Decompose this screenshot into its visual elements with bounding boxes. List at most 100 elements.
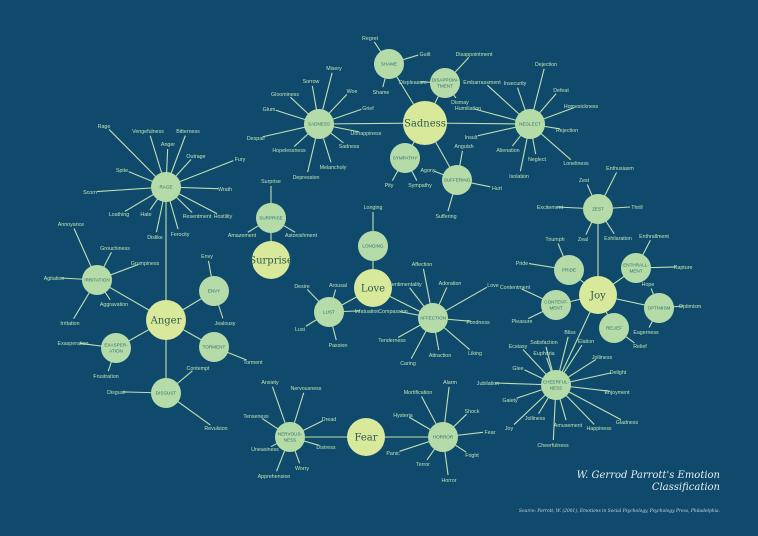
secondary-node-circle [199, 332, 229, 362]
primary-node-circle [354, 269, 392, 307]
secondary-emotion-label: SUFFERING [444, 178, 471, 183]
secondary-node-lust[interactable]: LUST [314, 297, 344, 327]
primary-node-circle [347, 418, 385, 456]
secondary-node-suffering[interactable]: SUFFERING [442, 165, 472, 195]
secondary-node-rage[interactable]: RAGE [151, 172, 181, 202]
secondary-emotion-label: IRRITATION [84, 278, 109, 283]
tertiary-emotion-label: Tenseness [243, 414, 269, 420]
primary-node-circle [146, 300, 186, 340]
tertiary-emotion-label: Enthusiasm [606, 166, 634, 172]
tertiary-emotion-label: Triumph [545, 237, 564, 243]
secondary-node-irritation[interactable]: IRRITATION [82, 265, 112, 295]
primary-emotion-label: Sadness [404, 119, 446, 130]
tertiary-emotion-label: Dislike [147, 235, 163, 241]
secondary-node-torment[interactable]: TORMENT [199, 332, 229, 362]
primary-emotion-label: Anger [150, 316, 182, 327]
tertiary-emotion-label: Jealousy [215, 321, 236, 327]
primary-emotion-label: Joy [589, 291, 606, 302]
tertiary-emotion-label: Agitation [44, 276, 65, 282]
secondary-node-cheerfulness[interactable]: CHEERFUL-NESS [541, 370, 571, 400]
secondary-node-enthrallment[interactable]: ENTHRALL-MENT [621, 253, 651, 283]
tertiary-emotion-label: Euphoria [533, 351, 554, 357]
secondary-node-contentment[interactable]: CONTENT-MENT [541, 290, 571, 320]
secondary-emotion-label: OPTIMISM [648, 306, 671, 311]
secondary-node-relief[interactable]: RELIEF [599, 313, 629, 343]
primary-node-anger[interactable]: Anger [146, 300, 186, 340]
secondary-node-circle [515, 109, 545, 139]
secondary-node-circle [541, 290, 571, 320]
secondary-node-pride[interactable]: PRIDE [554, 255, 584, 285]
secondary-node-nervousness[interactable]: NERVOUS-NESS [275, 422, 305, 452]
primary-node-love[interactable]: Love [354, 269, 392, 307]
source-citation: Source: Parrott, W. (2001), Emotions in … [518, 509, 720, 514]
tertiary-emotion-label: Alarm [443, 380, 457, 386]
tertiary-emotion-label: Caring [400, 361, 416, 367]
secondary-emotion-label: NERVOUS- [278, 432, 303, 437]
primary-node-sadness[interactable]: Sadness [403, 101, 447, 145]
tertiary-emotion-label: Glee [512, 366, 523, 372]
secondary-node-disgust[interactable]: DISGUST [151, 378, 181, 408]
secondary-node-neglect[interactable]: NEGLECT [515, 109, 545, 139]
tertiary-emotion-label: Insult [465, 135, 478, 141]
tertiary-emotion-label: Exasperation [58, 341, 89, 347]
tertiary-emotion-label: Agony [420, 168, 435, 174]
secondary-node-longing[interactable]: LONGING [358, 231, 388, 261]
secondary-emotion-label: CHEERFUL- [543, 380, 570, 385]
tertiary-emotion-label: Shock [465, 409, 480, 415]
secondary-emotion-label: DISGUST [156, 391, 177, 396]
tertiary-emotion-label: Dismay [451, 100, 469, 106]
tertiary-emotion-label: Worry [295, 466, 309, 472]
secondary-node-affection[interactable]: AFFECTION [418, 303, 448, 333]
tertiary-emotion-label: Contempt [187, 366, 210, 372]
primary-node-joy[interactable]: Joy [579, 276, 617, 314]
secondary-emotion-label: MENT [629, 269, 642, 274]
tertiary-emotion-label: Gloominess [271, 92, 299, 98]
tertiary-emotion-label: Humiliation [455, 106, 481, 112]
secondary-node-circle [621, 253, 651, 283]
secondary-node-zest[interactable]: ZEST [583, 194, 613, 224]
secondary-node-exasperation[interactable]: EXASPER-ATION [101, 333, 131, 363]
primary-node-circle [579, 276, 617, 314]
secondary-emotion-label: DISAPPOIN- [432, 78, 459, 83]
tertiary-emotion-label: Hate [140, 212, 151, 218]
tertiary-emotion-label: Pride [516, 261, 528, 267]
tertiary-emotion-label: Loneliness [563, 161, 589, 167]
secondary-emotion-label: RELIEF [606, 326, 622, 331]
secondary-node-disappointment[interactable]: DISAPPOIN-TMENT [430, 68, 460, 98]
secondary-node-horror[interactable]: HORROR [428, 422, 458, 452]
tertiary-emotion-label: Delight [610, 370, 627, 376]
tertiary-emotion-label: Envy [201, 254, 213, 260]
secondary-node-circle [101, 333, 131, 363]
tertiary-emotion-label: Fury [235, 157, 246, 163]
tertiary-emotion-label: Hurt [492, 186, 503, 192]
secondary-node-circle [442, 165, 472, 195]
tertiary-emotion-label: Uneasiness [251, 447, 279, 453]
secondary-node-sympathy[interactable]: SYMPATHY [390, 143, 420, 173]
tertiary-emotion-label: Loathing [109, 212, 129, 218]
primary-node-fear[interactable]: Fear [347, 418, 385, 456]
secondary-node-sadness2[interactable]: SADNESS [304, 109, 334, 139]
tertiary-emotion-label: Liking [468, 351, 482, 357]
tertiary-emotion-label: Relief [633, 344, 647, 350]
tertiary-emotion-label: Zest [579, 178, 590, 184]
secondary-node-surprise2[interactable]: SURPRISE [256, 203, 286, 233]
tertiary-emotion-label: Resentment [183, 214, 212, 220]
secondary-node-shame[interactable]: SHAME [374, 49, 404, 79]
tertiary-emotion-label: Surprise [261, 179, 281, 185]
tertiary-emotion-label: Gaiety [502, 398, 518, 404]
tertiary-emotion-label: Spite [116, 168, 128, 174]
secondary-node-envy[interactable]: ENVY [199, 276, 229, 306]
secondary-node-circle [304, 109, 334, 139]
tertiary-emotion-label: Longing [364, 205, 383, 211]
primary-node-circle [252, 241, 290, 279]
secondary-node-circle [314, 297, 344, 327]
secondary-node-optimism[interactable]: OPTIMISM [644, 293, 674, 323]
title-line-1: W. Gerrod Parrott's Emotion [576, 470, 720, 481]
primary-node-surprise[interactable]: Surprise [249, 241, 293, 279]
tertiary-emotion-label: Woe [347, 89, 358, 95]
tertiary-emotion-label: Hysteria [393, 413, 412, 419]
secondary-node-circle [358, 231, 388, 261]
tertiary-emotion-label: Irritation [60, 321, 79, 327]
tertiary-emotion-label: Guilt [420, 52, 431, 58]
